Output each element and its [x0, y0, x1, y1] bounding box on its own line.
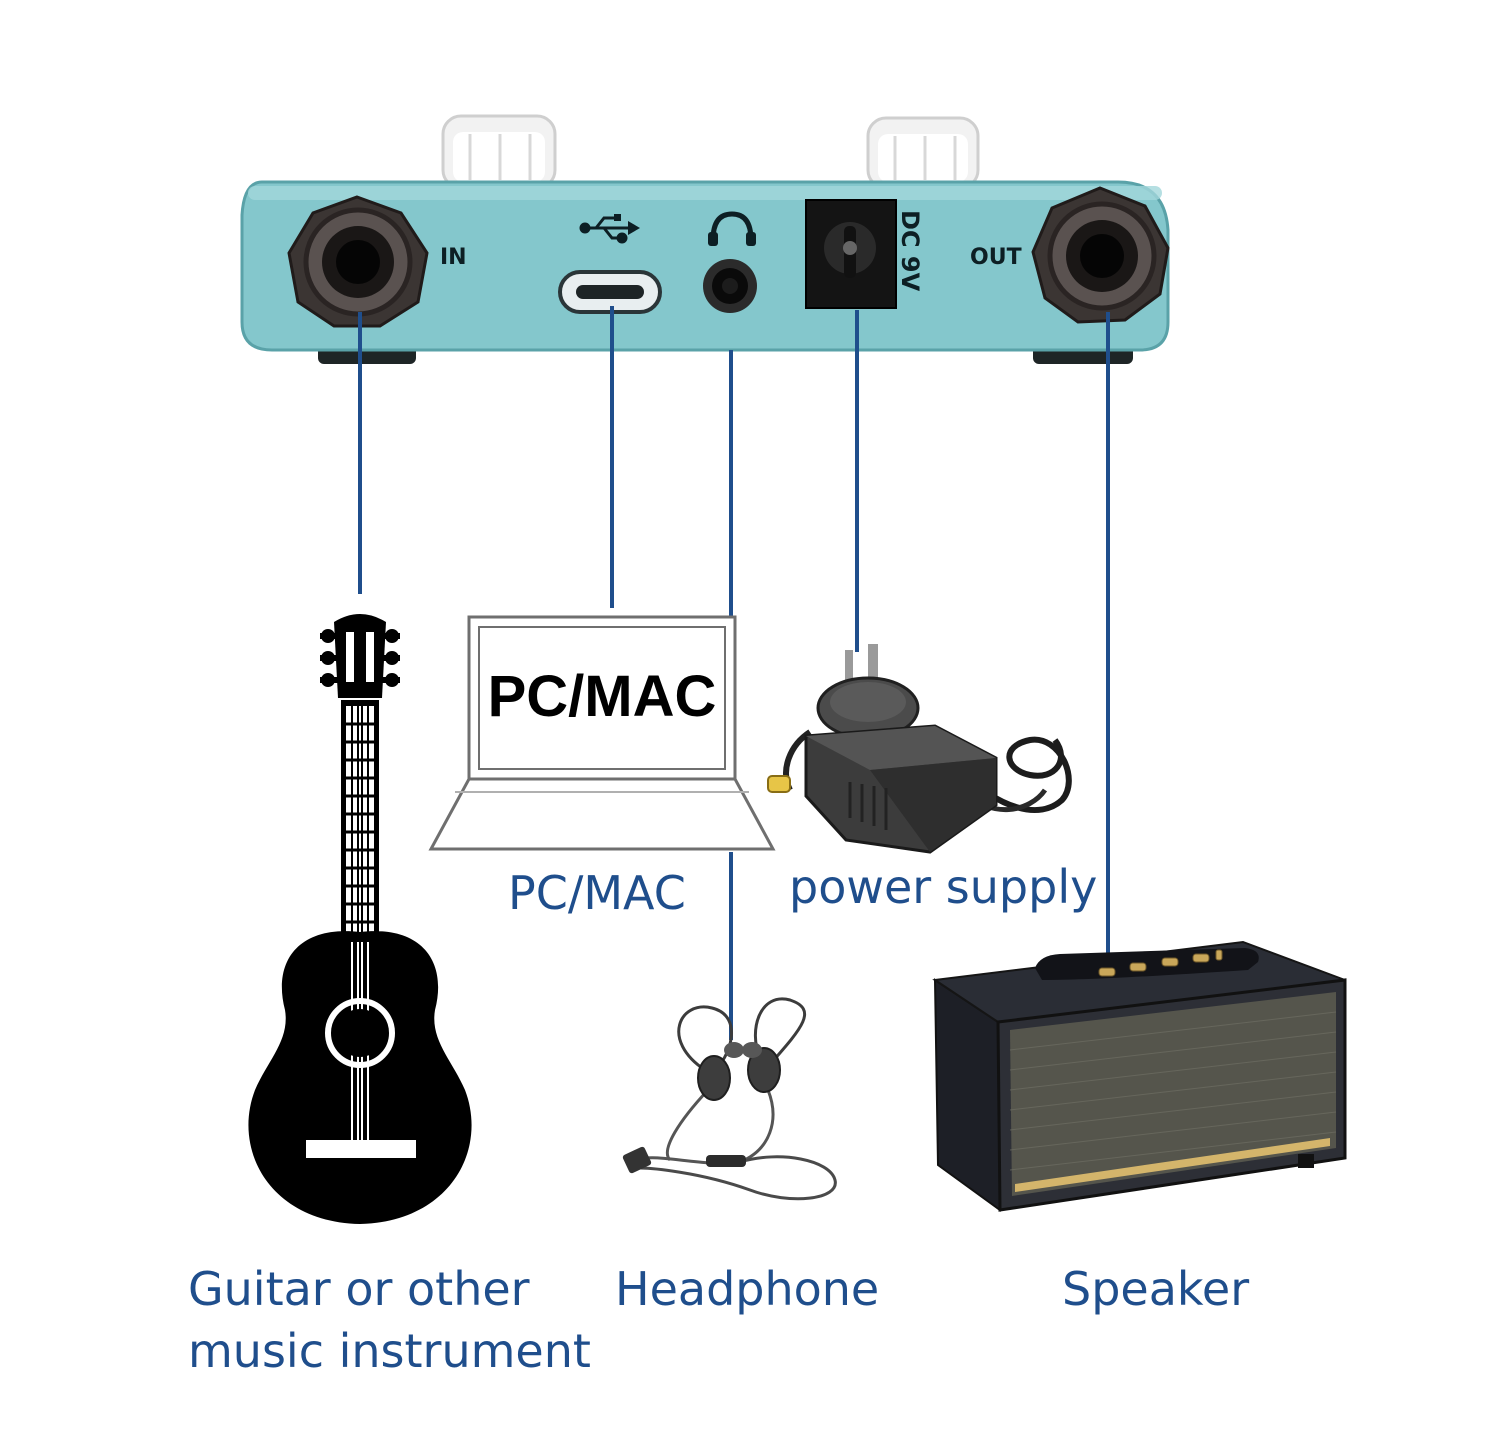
connection-lines: [358, 306, 1110, 1040]
knob-right: [866, 116, 980, 190]
speaker-icon: [932, 940, 1347, 1212]
laptop-icon: PC/MAC: [428, 615, 776, 851]
in-label: IN: [440, 245, 467, 270]
guitar-label-line1: Guitar or other: [188, 1262, 530, 1316]
output-jack: [1031, 186, 1170, 324]
knob-left: [441, 114, 557, 190]
out-label: OUT: [970, 245, 1022, 270]
speaker-label: Speaker: [1062, 1262, 1250, 1316]
effects-pedal: IN: [240, 114, 1170, 364]
usb-c-port: [558, 270, 662, 314]
dc-9v-label: DC 9V: [896, 210, 924, 292]
dc-power-jack: [805, 199, 897, 309]
guitar-label-line2: music instrument: [188, 1324, 591, 1378]
headphone-icon: [708, 211, 756, 246]
headphone-label: Headphone: [615, 1262, 880, 1316]
power-supply-label: power supply: [789, 860, 1098, 914]
guitar-icon: [248, 614, 472, 1224]
laptop-screen-text: PC/MAC: [488, 664, 717, 729]
pc-mac-label: PC/MAC: [508, 866, 686, 920]
usb-icon: [579, 214, 640, 244]
power-supply-icon: [767, 644, 1072, 854]
earphones-icon: [622, 997, 837, 1201]
input-jack: [287, 195, 429, 328]
headphone-jack: [703, 259, 757, 313]
